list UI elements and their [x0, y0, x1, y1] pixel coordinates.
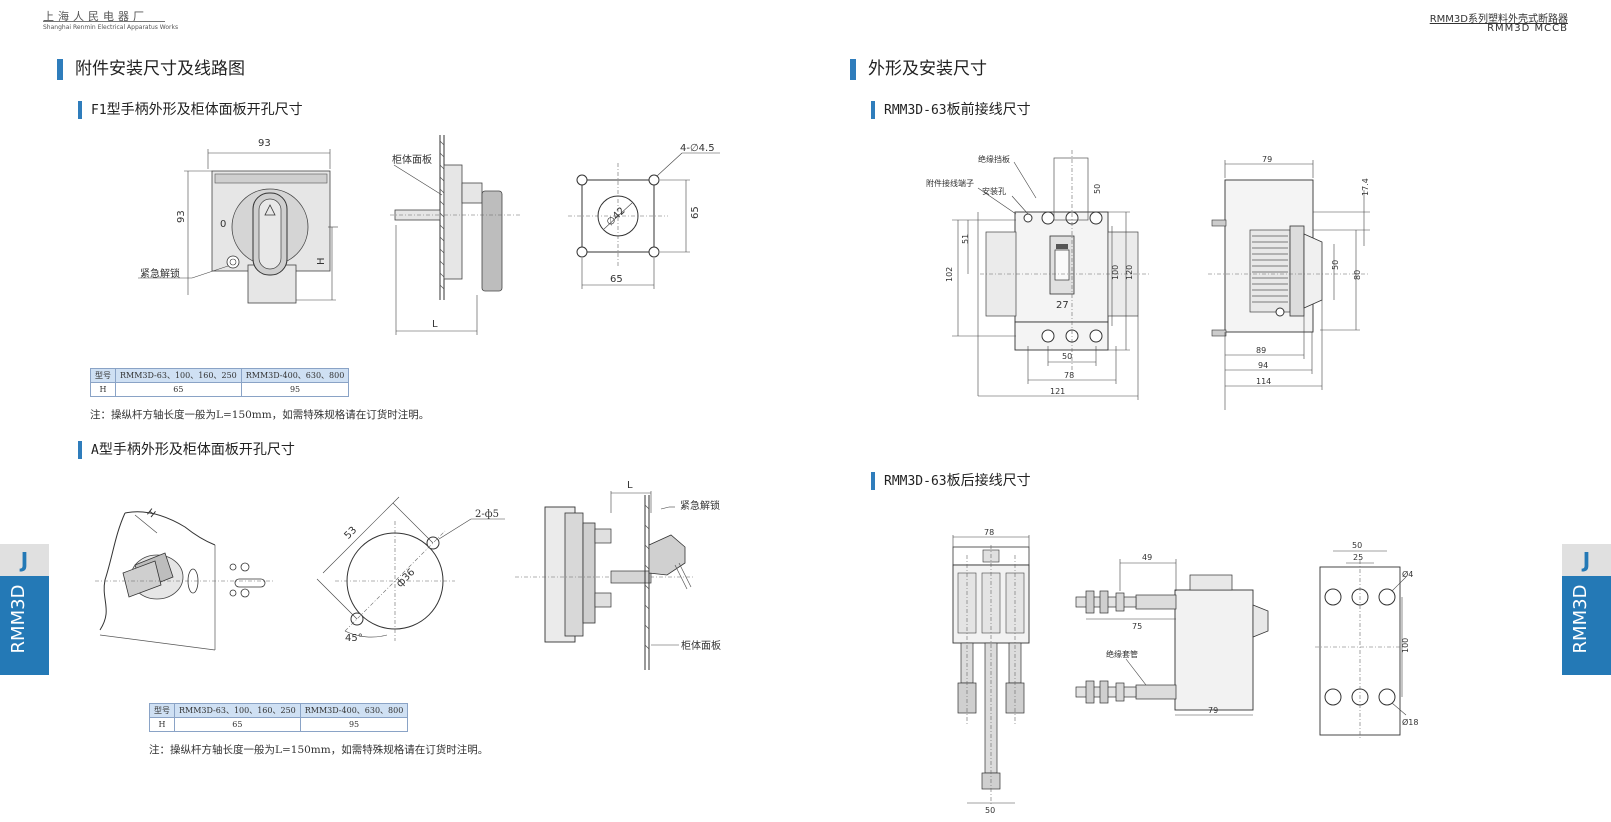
- svg-text:安装孔: 安装孔: [982, 186, 1006, 196]
- rear-front-view: 78 50: [952, 528, 1030, 815]
- svg-text:50: 50: [1352, 541, 1362, 550]
- svg-text:78: 78: [1064, 371, 1074, 380]
- table-header-cell: RMM3D-400、630、800: [299, 703, 409, 718]
- table-cell: H: [149, 717, 175, 732]
- svg-text:100: 100: [1401, 638, 1410, 653]
- f1-handle-drawings: 0 93 93 H 紧急解锁 L 柜体面板: [138, 135, 720, 335]
- svg-text:Ø18: Ø18: [1402, 717, 1418, 727]
- svg-text:50: 50: [1062, 352, 1072, 361]
- table-cell: H: [90, 382, 116, 397]
- svg-text:121: 121: [1050, 387, 1065, 396]
- table-header-cell: 型号: [90, 368, 116, 383]
- a-type-title: A型手柄外形及柜体面板开孔尺寸: [78, 441, 295, 459]
- f1-title: F1型手柄外形及柜体面板开孔尺寸: [78, 101, 303, 119]
- side-view-breaker: 79 17.4 50 80 89 94 114: [1208, 155, 1370, 410]
- series-title: RMM3D系列塑料外壳式断路器: [1429, 14, 1568, 25]
- svg-text:紧急解锁: 紧急解锁: [140, 267, 180, 280]
- front-wiring-title: RMM3D-63板前接线尺寸: [871, 101, 1031, 119]
- side-tab-label: RMM3D: [1570, 584, 1591, 654]
- svg-text:∅42: ∅42: [605, 205, 628, 228]
- right-section-title: 外形及安装尺寸: [850, 59, 987, 80]
- rear-side-view: 49 75 绝缘套管 79: [1075, 553, 1269, 716]
- f1-front-view: 0 93 93 H 紧急解锁: [138, 138, 338, 304]
- side-tab-label: RMM3D: [8, 584, 29, 654]
- svg-text:H: H: [316, 257, 327, 265]
- side-tab-letter: J: [20, 548, 29, 572]
- svg-text:附件接线端子: 附件接线端子: [926, 178, 974, 188]
- company-name-en: Shanghai Renmin Electrical Apparatus Wor…: [43, 24, 179, 31]
- table-cell: 65: [174, 717, 301, 732]
- svg-text:0: 0: [220, 219, 226, 230]
- front-wiring-drawings: 27 50 绝缘挡板 附件接线端子 安装孔 102 51 100 120 50 …: [926, 150, 1370, 410]
- svg-text:4-∅4.5: 4-∅4.5: [680, 143, 715, 154]
- svg-text:65: 65: [610, 274, 623, 285]
- series-subtitle: RMM3D MCCB: [1487, 23, 1568, 34]
- f1-spec-table: 型号 RMM3D-63、100、160、250 RMM3D-400、630、80…: [90, 368, 350, 397]
- svg-text:114: 114: [1256, 377, 1271, 386]
- svg-text:紧急解锁: 紧急解锁: [680, 499, 720, 512]
- table-header-cell: RMM3D-400、630、800: [240, 368, 350, 383]
- svg-text:51: 51: [961, 234, 970, 244]
- svg-text:L: L: [432, 319, 438, 330]
- svg-text:ф36: ф36: [395, 567, 418, 590]
- table-cell: 95: [240, 382, 350, 397]
- svg-text:27: 27: [1056, 300, 1069, 311]
- side-tab-letter: J: [1582, 548, 1591, 572]
- a-type-panel-cutout: 53 ф36 2-ф5 45°: [316, 496, 505, 644]
- svg-text:79: 79: [1208, 706, 1218, 715]
- table-header-cell: RMM3D-63、100、160、250: [115, 368, 242, 383]
- svg-text:65: 65: [690, 206, 701, 219]
- rear-panel-cutout: 50 25 Ø4 100 Ø18: [1315, 541, 1418, 740]
- svg-text:78: 78: [984, 528, 994, 537]
- svg-text:L: L: [627, 480, 633, 491]
- svg-text:102: 102: [945, 267, 954, 282]
- svg-text:93: 93: [258, 138, 271, 149]
- svg-text:绝缘挡板: 绝缘挡板: [978, 154, 1010, 164]
- svg-text:94: 94: [1258, 361, 1268, 370]
- svg-text:H: H: [144, 507, 157, 520]
- svg-text:93: 93: [176, 210, 187, 223]
- svg-text:Ø4: Ø4: [1402, 569, 1413, 579]
- svg-text:50: 50: [1093, 184, 1102, 194]
- svg-text:75: 75: [1132, 622, 1142, 631]
- svg-text:120: 120: [1125, 265, 1134, 280]
- rear-wiring-title: RMM3D-63板后接线尺寸: [871, 472, 1031, 490]
- a-type-handle-drawings: H 53 ф36 2-ф5 45° L: [95, 480, 721, 670]
- svg-text:柜体面板: 柜体面板: [392, 153, 432, 166]
- svg-text:100: 100: [1111, 265, 1120, 280]
- table-cell: 95: [299, 717, 409, 732]
- svg-text:50: 50: [1331, 260, 1340, 270]
- side-tab-right[interactable]: J RMM3D: [1562, 544, 1611, 675]
- svg-text:柜体面板: 柜体面板: [681, 639, 721, 652]
- f1-panel-cutout: ∅42 4-∅4.5 65 65: [568, 143, 720, 289]
- company-name-cn: 上海人民电器厂: [43, 10, 148, 23]
- a-type-note: 注：操纵杆方轴长度一般为L=150mm，如需特殊规格请在订货时注明。: [149, 744, 489, 756]
- svg-text:89: 89: [1256, 346, 1266, 355]
- table-header-cell: RMM3D-63、100、160、250: [174, 703, 301, 718]
- table-cell: 65: [115, 382, 242, 397]
- header-rule: [43, 21, 165, 22]
- svg-text:50: 50: [985, 806, 995, 815]
- f1-side-view: L 柜体面板: [390, 135, 520, 335]
- svg-text:17.4: 17.4: [1361, 178, 1370, 196]
- svg-text:25: 25: [1353, 553, 1363, 562]
- svg-text:49: 49: [1142, 553, 1152, 562]
- a-type-exploded-view: H: [95, 507, 275, 651]
- f1-note: 注：操纵杆方轴长度一般为L=150mm，如需特殊规格请在订货时注明。: [90, 409, 430, 421]
- a-type-side-view: L 紧急解锁 柜体面板: [515, 480, 721, 670]
- front-view-breaker: 27 50 绝缘挡板 附件接线端子 安装孔 102 51 100 120 50 …: [926, 150, 1150, 400]
- svg-text:80: 80: [1353, 270, 1362, 280]
- rear-wiring-drawings: 78 50 49 75 绝缘套管 79: [952, 528, 1418, 815]
- a-type-spec-table: 型号 RMM3D-63、100、160、250 RMM3D-400、630、80…: [149, 703, 409, 732]
- side-tab-left[interactable]: J RMM3D: [0, 544, 49, 675]
- table-header-cell: 型号: [149, 703, 175, 718]
- svg-text:2-ф5: 2-ф5: [475, 509, 499, 520]
- left-section-title: 附件安装尺寸及线路图: [57, 59, 245, 80]
- svg-text:绝缘套管: 绝缘套管: [1106, 649, 1138, 659]
- svg-text:79: 79: [1262, 155, 1272, 164]
- svg-text:45°: 45°: [345, 633, 363, 644]
